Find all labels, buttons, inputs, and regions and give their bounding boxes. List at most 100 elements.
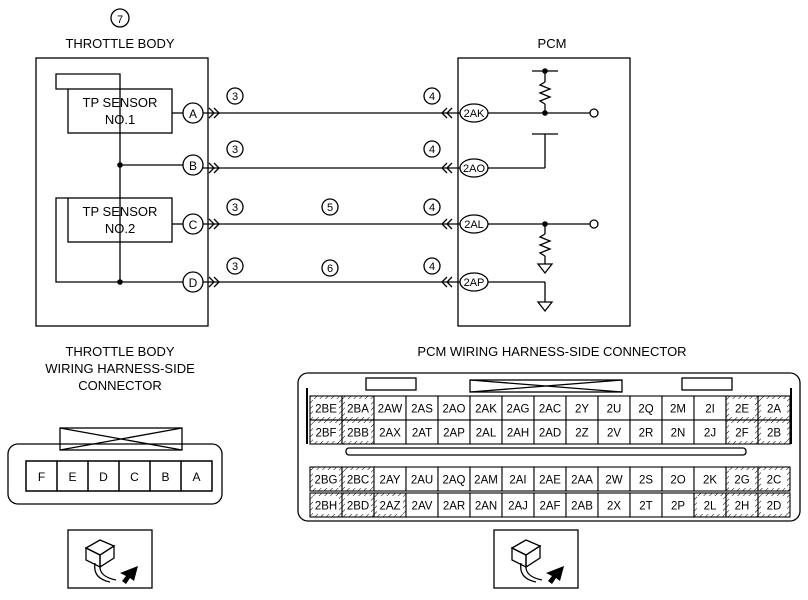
tb-pin-label: B <box>161 470 169 484</box>
pcm-cell-label: 2AS <box>411 404 433 416</box>
pcm-cell-inner <box>761 470 787 488</box>
pcm-cell-label: 2AQ <box>442 475 465 487</box>
pcm-cell <box>405 466 439 492</box>
pcm-cell-label: 2AV <box>412 501 433 513</box>
pcm-cell-label: 2AF <box>539 501 560 513</box>
wire-callout: 3 <box>232 144 238 156</box>
pcm-cell <box>501 466 535 492</box>
pcm-cell <box>693 466 727 492</box>
pcm-cell <box>533 419 567 445</box>
pcm-cell-label: 2N <box>671 428 686 440</box>
pcm-cell-inner <box>697 496 723 514</box>
pin-d: D <box>189 276 198 290</box>
connector-chevron-icon <box>441 218 448 230</box>
tp-sensor-1-line2: NO.1 <box>105 112 135 127</box>
pin-c: C <box>189 218 198 232</box>
wire-callout: 4 <box>429 202 435 214</box>
pcm-cell-inner <box>345 399 371 417</box>
tb-pin-label: F <box>38 470 45 484</box>
pcm-cell-inner <box>377 496 403 514</box>
terminal-open-circle <box>589 219 599 229</box>
pcm-cell-inner <box>313 399 339 417</box>
resistor-icon <box>538 81 552 105</box>
pcm-cell-label: 2BF <box>315 428 336 440</box>
connector-chevron-icon <box>213 107 220 119</box>
wire-callout: 3 <box>232 261 238 273</box>
connector-chevron-icon <box>213 218 220 230</box>
wire-callout: 4 <box>429 91 435 103</box>
pcm-cell-label: 2BH <box>315 501 337 513</box>
pcm-cell-label: 2A <box>767 404 781 416</box>
pcm-connector-latch <box>469 379 623 393</box>
connector-chevron-icon <box>213 162 220 174</box>
pcm-cell-label: 2P <box>671 501 685 513</box>
pcm-cell-label: 2J <box>704 428 716 440</box>
pcm-title: PCM <box>538 36 567 51</box>
throttle-body-box <box>35 57 209 327</box>
pcm-cell <box>533 395 567 421</box>
pcm-cell-label: 2M <box>670 404 686 416</box>
tb-pin-cell <box>180 460 213 492</box>
connector-chevron-icon <box>213 276 220 288</box>
pcm-cell <box>533 492 567 518</box>
pcm-cell-inner <box>313 470 339 488</box>
pcm-cell-inner <box>345 496 371 514</box>
throttle-body: 7 THROTTLE BODY TP SENSOR NO.1 TP SENSOR… <box>35 8 209 327</box>
pcm-cell-label: 2R <box>639 428 654 440</box>
pcm-terminal-2ao: 2AO <box>463 163 485 175</box>
connector-view-icon <box>84 539 138 584</box>
pcm-cell-label: 2BB <box>347 428 369 440</box>
pcm-terminal-2ap: 2AP <box>464 277 485 289</box>
terminal-open-circle <box>589 108 599 118</box>
tb-connector-latch <box>59 427 183 451</box>
wire-callout: 3 <box>232 202 238 214</box>
pcm-cell <box>469 466 503 492</box>
pcm-terminal-2al: 2AL <box>464 219 484 231</box>
tp-sensor-2 <box>67 197 173 243</box>
throttle-body-title: THROTTLE BODY <box>65 36 174 51</box>
tb-connector-body <box>7 443 223 505</box>
pcm-cell-label: 2AI <box>509 475 526 487</box>
pcm-cell-label: 2C <box>767 475 782 487</box>
pcm-cell-inner <box>345 423 371 441</box>
pcm-cell-inner <box>761 399 787 417</box>
pcm-cell <box>533 466 567 492</box>
connector-view-icon <box>510 539 564 584</box>
pcm-cell-inner <box>729 496 755 514</box>
pcm-cell-label: 2K <box>703 475 717 487</box>
wire-callout: 4 <box>429 261 435 273</box>
pcm-cell-label: 2AT <box>412 428 432 440</box>
pcm-cell <box>661 466 695 492</box>
tb-pin-label: E <box>68 470 76 484</box>
pcm-cell <box>693 419 727 445</box>
pcm-cell-label: 2V <box>607 428 621 440</box>
ground-icon <box>536 263 554 275</box>
pcm-cell <box>373 395 407 421</box>
pcm-cell-inner <box>729 423 755 441</box>
ground-icon <box>536 301 554 313</box>
pcm-cell <box>405 395 439 421</box>
pcm-cell-label: 2H <box>735 501 750 513</box>
pcm-cell-label: 2AG <box>506 404 529 416</box>
connector-chevron-icon <box>441 276 448 288</box>
pcm-cell-label: 2Y <box>575 404 589 416</box>
pcm-cell <box>565 419 599 445</box>
tb-pin-label: D <box>99 470 108 484</box>
tb-connector-title-3: CONNECTOR <box>78 378 162 393</box>
tp-sensor-1 <box>67 88 173 134</box>
pcm-cell-label: 2G <box>734 475 749 487</box>
pcm-cell-inner <box>729 470 755 488</box>
pcm-cell-label: 2BC <box>347 475 369 487</box>
wires: 3 3 3 3 4 4 4 4 5 6 <box>203 87 460 288</box>
pcm-cell-label: 2I <box>705 404 715 416</box>
pcm-cell <box>629 466 663 492</box>
pcm-terminal-2ak: 2AK <box>464 108 485 120</box>
connector-chevron-icon <box>208 218 215 230</box>
pcm-cell-label: 2BD <box>347 501 369 513</box>
pcm-cell-label: 2AW <box>378 404 403 416</box>
pin-b: B <box>189 159 197 173</box>
tp-sensor-1-line1: TP SENSOR <box>83 95 158 110</box>
connector-chevron-icon <box>208 162 215 174</box>
pcm-cell-inner <box>345 470 371 488</box>
connector-chevron-icon <box>446 107 453 119</box>
